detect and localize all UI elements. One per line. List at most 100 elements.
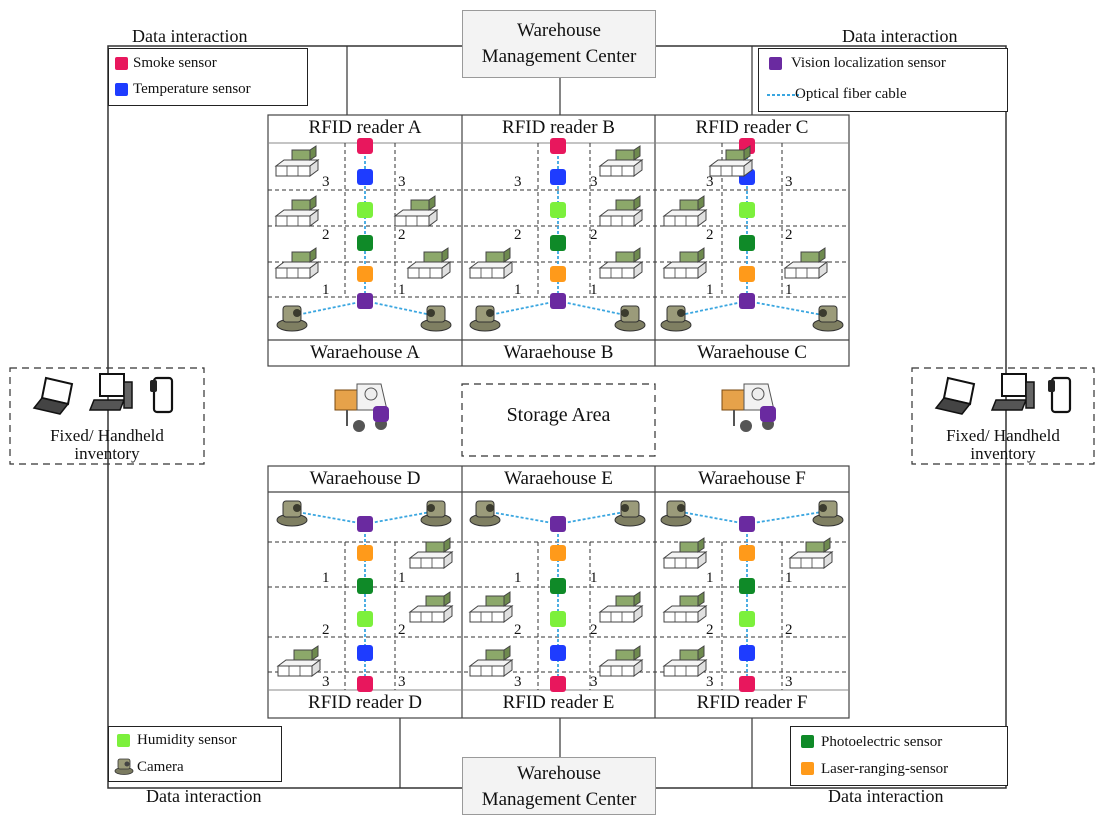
- desktop-icon: [990, 373, 1035, 411]
- shelf-goods-icon: [274, 247, 320, 279]
- warehouse-c-label: Waraehouse C: [697, 342, 807, 363]
- shelf-level-number: 1: [398, 570, 406, 586]
- humidity-sensor: [357, 202, 373, 218]
- camera-icon: [614, 500, 646, 527]
- shelf-level-number: 2: [590, 227, 598, 243]
- shelf-level-number: 3: [785, 674, 793, 690]
- warehouse-a-label: Waraehouse A: [310, 342, 420, 363]
- shelf-goods-icon: [468, 247, 514, 279]
- forklift-left: [334, 383, 389, 432]
- warehouse-f-label: Waraehouse F: [698, 468, 806, 489]
- shelf-goods-icon: [468, 645, 514, 677]
- camera-icon: [469, 500, 501, 527]
- management-center-top: Warehouse Management Center: [462, 10, 656, 78]
- shelf-goods-icon: [662, 537, 708, 569]
- temperature-sensor: [357, 169, 373, 185]
- management-center-top-line1: Warehouse: [517, 20, 601, 41]
- vision-localization-sensor: [739, 516, 755, 532]
- management-center-bottom-line2: Management Center: [481, 789, 637, 810]
- temperature-sensor: [550, 645, 566, 661]
- temperature-sensor: [357, 645, 373, 661]
- camera-icon: [420, 500, 452, 527]
- shelf-goods-icon: [708, 145, 754, 177]
- rfid-reader-c: RFID reader C: [695, 117, 809, 138]
- humidity-sensor-swatch: [117, 734, 130, 747]
- vision-localization-sensor: [550, 293, 566, 309]
- legend-humidity-label: Humidity sensor: [137, 732, 237, 748]
- camera-icon: [276, 305, 308, 332]
- warehouse-top-2-network: [660, 138, 844, 332]
- handheld-icon: [150, 376, 174, 414]
- shelf-level-number: 2: [785, 227, 793, 243]
- humidity-sensor: [550, 202, 566, 218]
- camera-icon: [660, 305, 692, 332]
- shelf-goods-icon: [662, 195, 708, 227]
- vision-localization-sensor: [357, 293, 373, 309]
- inventory-devices-right: [934, 373, 1072, 415]
- legend-camera-label: Camera: [137, 759, 184, 775]
- shelf-level-number: 1: [514, 282, 522, 298]
- photoelectric-sensor: [357, 578, 373, 594]
- inventory-right-line2: inventory: [970, 444, 1036, 463]
- shelf-level-number: 2: [398, 227, 406, 243]
- management-center-bottom: Warehouse Management Center: [462, 757, 656, 815]
- photoelectric-sensor-swatch: [801, 735, 814, 748]
- camera-icon: [420, 305, 452, 332]
- shelf-level-number: 1: [322, 282, 330, 298]
- laser-sensor-swatch: [801, 762, 814, 775]
- photoelectric-sensor: [550, 578, 566, 594]
- laser-ranging-sensor: [357, 266, 373, 282]
- shelf-goods-icon: [276, 645, 322, 677]
- laser-ranging-sensor: [550, 545, 566, 561]
- management-center-top-line2: Management Center: [481, 46, 637, 67]
- shelf-level-number: 1: [706, 282, 714, 298]
- shelf-level-number: 1: [322, 570, 330, 586]
- forklift-icon: [334, 383, 389, 432]
- photoelectric-sensor: [739, 578, 755, 594]
- shelf-level-number: 3: [590, 674, 598, 690]
- shelf-level-number: 2: [590, 622, 598, 638]
- rfid-reader-f: RFID reader F: [696, 692, 808, 713]
- legend-bottom-right: Photoelectric sensor Laser-ranging-senso…: [790, 726, 1008, 786]
- temperature-sensor-swatch: [115, 83, 128, 96]
- data-interaction-top-right: Data interaction: [842, 26, 958, 46]
- temperature-sensor: [739, 645, 755, 661]
- smoke-sensor: [739, 676, 755, 692]
- camera-icon: [469, 305, 501, 332]
- humidity-sensor: [550, 611, 566, 627]
- shelf-goods-icon: [598, 247, 644, 279]
- shelf-level-number: 3: [514, 174, 522, 190]
- shelf-level-number: 2: [322, 227, 330, 243]
- shelf-level-number: 3: [322, 674, 330, 690]
- data-interaction-bottom-right: Data interaction: [828, 786, 944, 806]
- shelf-goods-icon: [468, 591, 514, 623]
- shelf-goods-icon: [393, 195, 439, 227]
- vision-sensor: [373, 406, 389, 422]
- legend-laser-label: Laser-ranging-sensor: [821, 761, 949, 777]
- laser-ranging-sensor: [357, 545, 373, 561]
- laser-ranging-sensor: [739, 545, 755, 561]
- rfid-reader-d: RFID reader D: [308, 692, 422, 713]
- smoke-sensor: [357, 676, 373, 692]
- vision-localization-sensor: [739, 293, 755, 309]
- shelf-level-number: 2: [398, 622, 406, 638]
- rfid-reader-a: RFID reader A: [308, 117, 422, 138]
- legend-top-left: Smoke sensor Temperature sensor: [108, 48, 308, 106]
- legend-top-right: Vision localization sensor Optical fiber…: [758, 48, 1008, 112]
- warehouse-top-1-network: [469, 138, 646, 332]
- vision-sensor: [760, 406, 776, 422]
- shelf-level-number: 2: [322, 622, 330, 638]
- legend-temperature-label: Temperature sensor: [133, 81, 251, 97]
- shelf-goods-icon: [662, 645, 708, 677]
- warehouse-bottom-2-network: [660, 500, 844, 692]
- shelf-level-number: 1: [590, 282, 598, 298]
- vision-localization-sensor: [357, 516, 373, 532]
- smoke-sensor: [550, 138, 566, 154]
- forklift-icon: [721, 383, 776, 432]
- shelf-goods-icon: [274, 145, 320, 177]
- shelf-level-number: 2: [514, 622, 522, 638]
- warehouse-bottom-1-network: [469, 500, 646, 692]
- shelf-level-number: 3: [590, 174, 598, 190]
- warehouse-b-label: Waraehouse B: [503, 342, 614, 363]
